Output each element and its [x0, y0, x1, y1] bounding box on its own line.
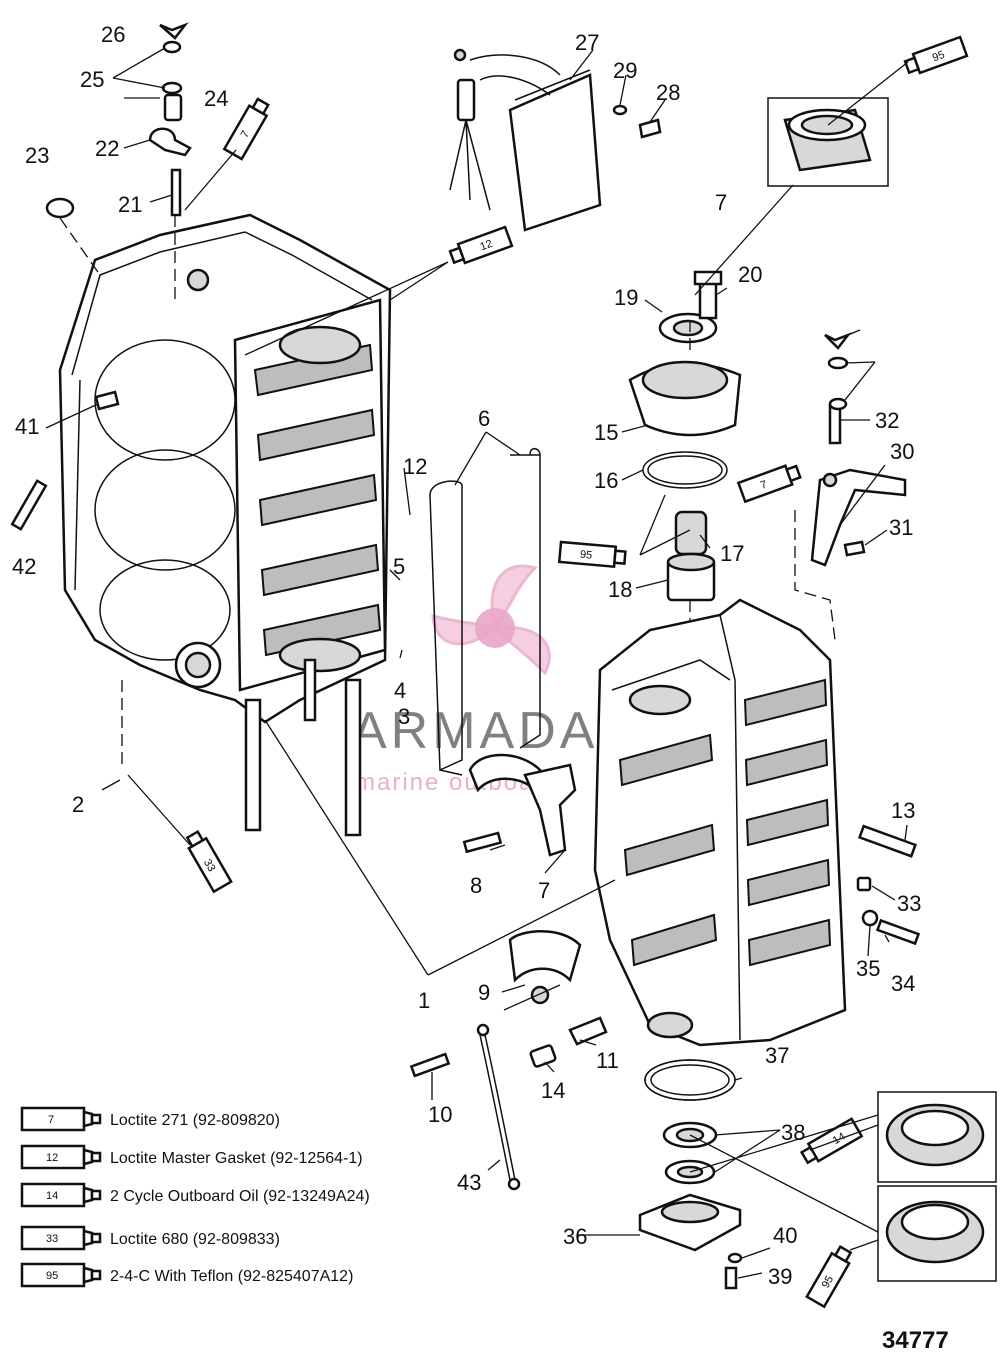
watermark: ARMADA marine outboards [352, 564, 598, 796]
callout-9: 9 [478, 980, 490, 1005]
crankcase-ribs [253, 343, 382, 657]
lower-bearing-assembly [638, 1059, 743, 1290]
legend-row-4: 33 Loctite 680 (92-809833) [20, 1225, 280, 1251]
callout-14: 14 [541, 1078, 565, 1103]
legend-row-2: 12 Loctite Master Gasket (92-12564-1) [20, 1144, 363, 1170]
legend-tube-icon [20, 1144, 102, 1170]
legend-code-4: 33 [46, 1233, 58, 1245]
callout-32: 32 [875, 408, 899, 433]
legend-text-4: Loctite 680 (92-809833) [110, 1231, 280, 1248]
legend-code-2: 12 [46, 1152, 58, 1164]
right-side-bolts [856, 824, 921, 946]
tube-12-icon: 12 [448, 225, 514, 265]
callout-21: 21 [118, 192, 142, 217]
callout-15: 15 [594, 420, 618, 445]
seal-inset-boxes [767, 97, 997, 1282]
tube-95-top-label: 95 [931, 49, 947, 64]
cylinder-block-ribs [618, 678, 832, 967]
sealant-legend: 7 Loctite 271 (92-809820) 12 Loctite Mas… [20, 1106, 370, 1288]
callout-30: 30 [890, 439, 914, 464]
callout-2: 2 [72, 792, 84, 817]
callout-7a: 7 [538, 878, 550, 903]
callout-36: 36 [563, 1224, 587, 1249]
tube-7-label: 7 [239, 129, 252, 140]
callout-5: 5 [393, 554, 405, 579]
tube-33-icon: 33 [185, 829, 233, 894]
legend-text-2: Loctite Master Gasket (92-12564-1) [110, 1150, 363, 1167]
tube-95-bottom-icon: 95 [805, 1244, 853, 1309]
callout-10: 10 [428, 1102, 452, 1127]
callout-13: 13 [891, 798, 915, 823]
tube-7-icon: 7 [222, 97, 270, 161]
legend-text-1: Loctite 271 (92-809820) [110, 1112, 280, 1129]
callout-27: 27 [575, 30, 599, 55]
tube-95-bottom-label: 95 [820, 1274, 837, 1291]
callout-7b: 7 [715, 190, 727, 215]
legend-code-3: 14 [46, 1190, 58, 1202]
callout-6: 6 [478, 406, 490, 431]
cylinder-block [593, 598, 847, 1047]
callout-41: 41 [15, 414, 39, 439]
throttle-bracket [810, 332, 907, 567]
callout-20: 20 [738, 262, 762, 287]
legend-row-3: 14 2 Cycle Outboard Oil (92-13249A24) [20, 1182, 370, 1208]
callout-23: 23 [25, 143, 49, 168]
legend-row-1: 7 Loctite 271 (92-809820) [20, 1106, 280, 1132]
callout-labels: 1 2 3 4 5 6 7 8 9 10 11 12 13 14 15 16 1… [12, 22, 921, 1289]
legend-tube-icon [20, 1262, 102, 1288]
callout-29: 29 [613, 58, 637, 83]
propeller-logo-icon [431, 564, 551, 676]
crankcase-cover [58, 213, 392, 837]
callout-34: 34 [891, 971, 915, 996]
upper-bearing-housing [628, 270, 742, 602]
legend-code-5: 95 [46, 1270, 58, 1282]
callout-43: 43 [457, 1170, 481, 1195]
callout-16: 16 [594, 468, 618, 493]
legend-text-5: 2-4-C With Teflon (92-825407A12) [110, 1268, 353, 1285]
main-bearing-parts [409, 753, 608, 1191]
callout-24: 24 [204, 86, 228, 111]
watermark-title: ARMADA [352, 702, 598, 760]
tube-7-right-icon: 7 [736, 464, 802, 504]
tube-95-mid-label: 95 [579, 549, 592, 562]
tube-33-label: 33 [201, 857, 218, 874]
callout-28: 28 [656, 80, 680, 105]
tube-7-right-label: 7 [759, 479, 769, 492]
callout-31: 31 [889, 515, 913, 540]
rubber-seal-strip [429, 447, 541, 776]
callout-12: 12 [403, 454, 427, 479]
leader-lines [45, 47, 909, 1279]
legend-code-1: 7 [48, 1114, 54, 1126]
ignition-coil-module [449, 48, 662, 232]
tube-95-top-icon: 95 [903, 35, 969, 75]
callout-40: 40 [773, 1223, 797, 1248]
callout-18: 18 [608, 577, 632, 602]
callout-11: 11 [596, 1048, 619, 1073]
callout-22: 22 [95, 136, 119, 161]
tube-95-mid-icon: 95 [557, 540, 627, 569]
callout-4: 4 [394, 678, 406, 703]
callout-19: 19 [614, 285, 638, 310]
top-left-hardware [45, 22, 192, 219]
legend-text-3: 2 Cycle Outboard Oil (92-13249A24) [110, 1188, 370, 1205]
callout-38: 38 [781, 1120, 805, 1145]
legend-tube-icon [20, 1225, 102, 1251]
legend-row-5: 95 2-4-C With Teflon (92-825407A12) [20, 1262, 353, 1288]
legend-tube-icon [20, 1182, 102, 1208]
callout-35: 35 [856, 956, 880, 981]
callout-33a: 33 [897, 891, 921, 916]
callout-42: 42 [12, 554, 36, 579]
callout-37: 37 [765, 1043, 789, 1068]
callout-39: 39 [768, 1264, 792, 1289]
callout-26a: 26 [101, 22, 125, 47]
tube-12-label: 12 [479, 238, 495, 253]
callout-17: 17 [720, 541, 744, 566]
callout-1: 1 [418, 988, 430, 1013]
callout-3: 3 [398, 704, 410, 729]
callout-8: 8 [470, 873, 482, 898]
callout-25a: 25 [80, 67, 104, 92]
figure-number: 34777 [882, 1327, 949, 1352]
legend-tube-icon [20, 1106, 102, 1132]
